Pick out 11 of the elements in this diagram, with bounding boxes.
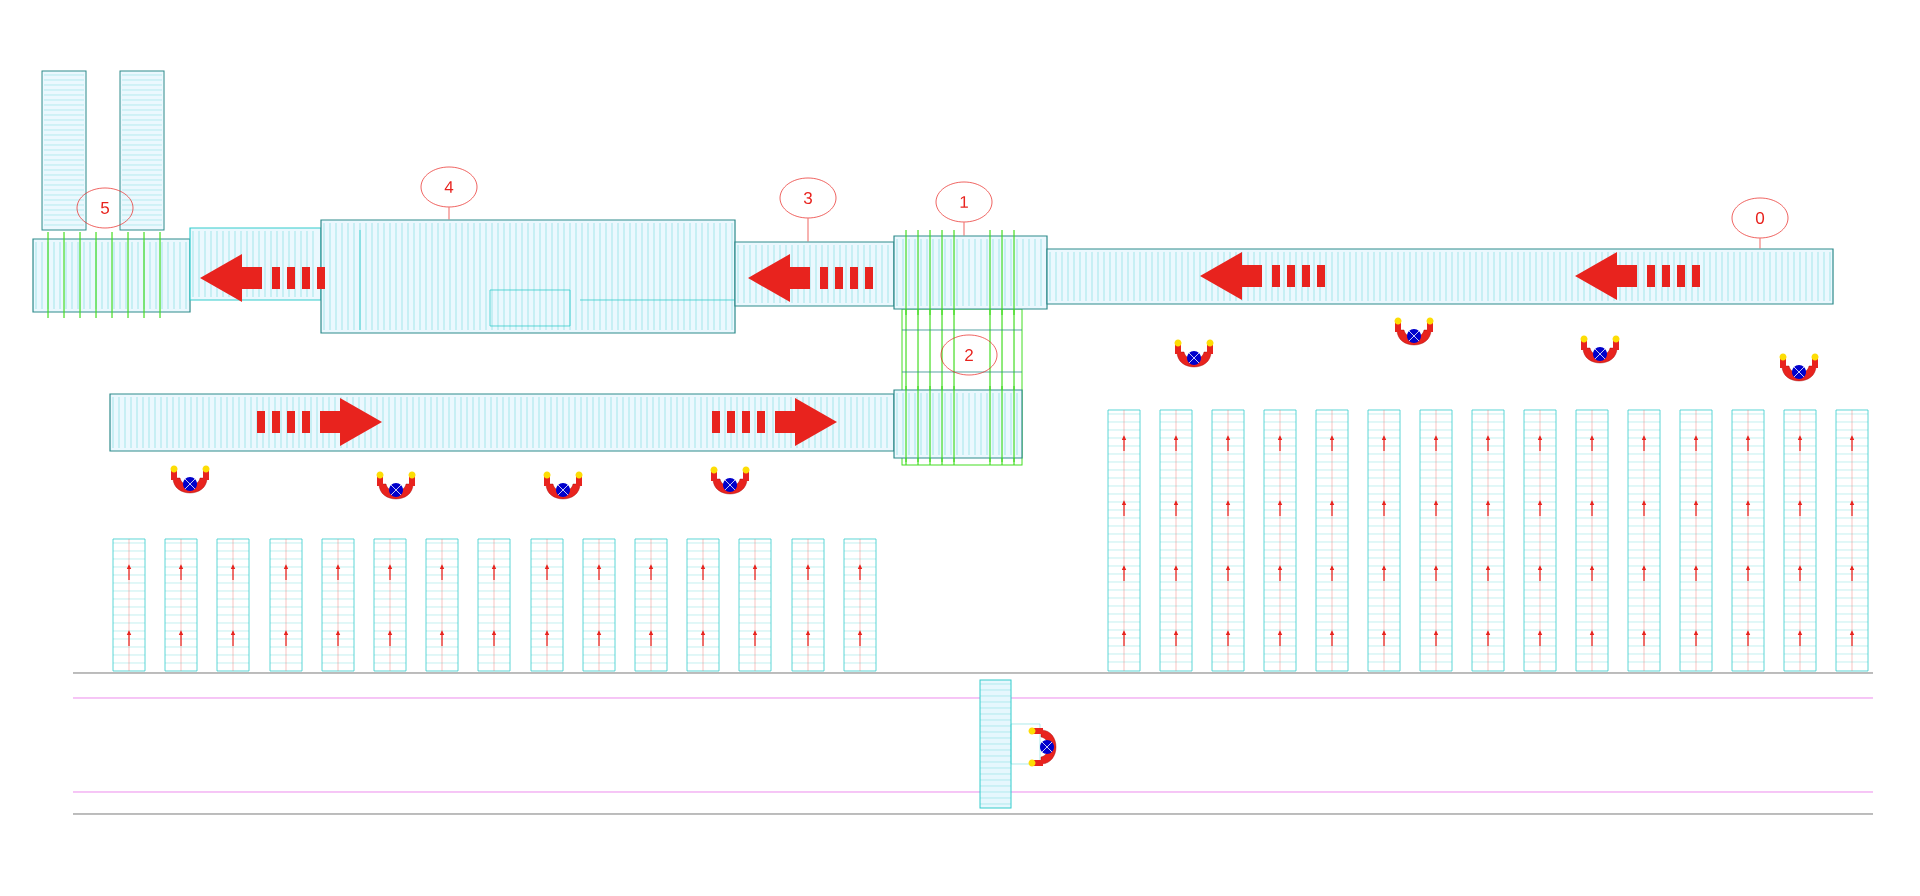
callout-number: 2 xyxy=(940,334,998,376)
leader-line xyxy=(448,207,450,220)
callout-number: 1 xyxy=(935,181,993,223)
leader-line xyxy=(1759,238,1761,249)
transfer-drawing xyxy=(893,229,1048,316)
leader-line xyxy=(963,222,965,236)
leader-line xyxy=(807,218,809,242)
callout-number: 4 xyxy=(420,166,478,208)
callout-number: 5 xyxy=(76,187,134,229)
callout-number: 0 xyxy=(1731,197,1789,239)
callout-number: 3 xyxy=(779,177,837,219)
